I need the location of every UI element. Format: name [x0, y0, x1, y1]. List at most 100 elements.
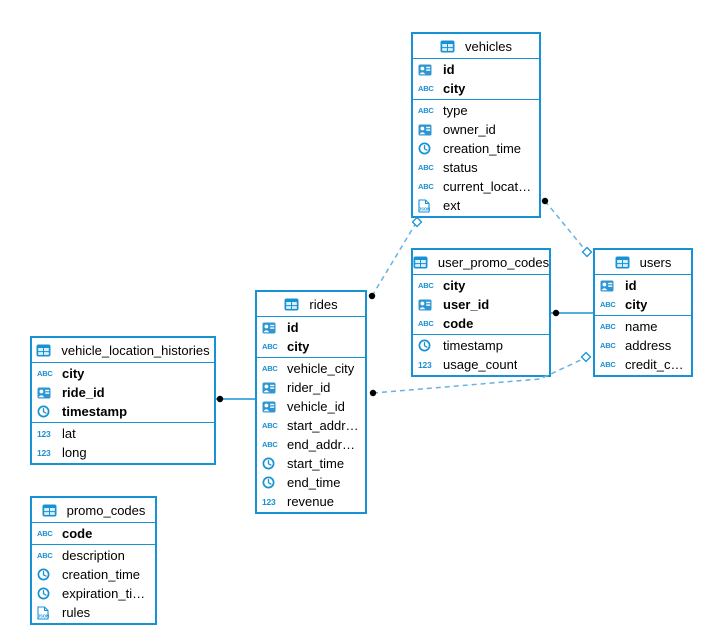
text-type-icon: ABC	[37, 551, 53, 560]
column-name: owner_id	[443, 122, 496, 137]
table-header[interactable]: vehicle_location_histories	[32, 338, 214, 363]
clock-icon	[418, 339, 438, 352]
column-name: credit_card	[625, 357, 686, 372]
column-row: ABC address	[595, 336, 691, 355]
number-icon: 123	[37, 428, 51, 439]
id-icon	[418, 64, 438, 76]
table-icon	[284, 298, 304, 311]
text-type-icon: ABC	[600, 300, 616, 309]
text-type-icon: ABC	[418, 163, 434, 172]
column-row: start_time	[257, 454, 365, 473]
column-row: 123 usage_count	[413, 355, 549, 374]
table-icon	[36, 344, 56, 357]
column-row: 123 revenue	[257, 492, 365, 511]
relationship-diamond-endpoint	[580, 351, 592, 363]
column-row: ABC credit_card	[595, 355, 691, 374]
column-name: usage_count	[443, 357, 518, 372]
clock-icon	[418, 142, 438, 155]
column-name: city	[62, 366, 85, 381]
text-type-icon: ABC	[262, 421, 278, 430]
column-name: long	[62, 445, 87, 460]
table-vehicle-location-histories[interactable]: vehicle_location_histories ABC city ride…	[30, 336, 216, 465]
primary-key-section: id ABC city	[257, 317, 365, 357]
table-header[interactable]: promo_codes	[32, 498, 155, 523]
column-name: current_location	[443, 179, 534, 194]
column-name: timestamp	[443, 338, 503, 353]
column-row: ABC city	[413, 276, 549, 295]
id-icon	[418, 299, 438, 311]
id-icon	[600, 280, 620, 292]
text-type-icon: ABC	[600, 341, 616, 350]
clock-icon	[262, 476, 282, 489]
clock-icon	[262, 457, 282, 470]
table-title: vehicles	[465, 38, 512, 54]
column-row: ABC vehicle_city	[257, 359, 365, 378]
column-name: expiration_time	[62, 586, 150, 601]
column-row: user_id	[413, 295, 549, 314]
columns-section: ABC vehicle_city rider_id vehicle_id ABC…	[257, 357, 365, 512]
svg-text:JSON: JSON	[38, 613, 49, 618]
table-title: rides	[309, 296, 338, 312]
number-icon: 123	[262, 496, 276, 507]
column-row: id	[413, 60, 539, 79]
relationship-rides-vehicles	[371, 222, 417, 297]
clock-icon	[37, 405, 57, 418]
relationship-dot-endpoint	[541, 197, 549, 205]
column-row: id	[595, 276, 691, 295]
table-icon	[42, 504, 62, 517]
column-row: ABC city	[32, 364, 214, 383]
column-name: revenue	[287, 494, 334, 509]
columns-section: timestamp 123 usage_count	[413, 334, 549, 375]
table-header[interactable]: rides	[257, 292, 365, 317]
column-name: city	[443, 278, 466, 293]
column-row: end_time	[257, 473, 365, 492]
table-header[interactable]: users	[595, 250, 691, 275]
columns-section: 123 lat 123 long	[32, 422, 214, 463]
relationship-diamond-endpoint	[411, 216, 423, 228]
id-icon	[37, 387, 57, 399]
column-row: timestamp	[32, 402, 214, 421]
column-name: code	[62, 526, 93, 541]
column-row: ABC type	[413, 101, 539, 120]
columns-section: ABC description creation_time expiration…	[32, 544, 155, 623]
table-header[interactable]: vehicles	[413, 34, 539, 59]
text-type-icon: ABC	[37, 369, 53, 378]
column-row: ride_id	[32, 383, 214, 402]
table-header[interactable]: user_promo_codes	[413, 250, 549, 275]
column-row: timestamp	[413, 336, 549, 355]
column-name: end_time	[287, 475, 341, 490]
text-type-icon: ABC	[418, 84, 434, 93]
column-name: type	[443, 103, 468, 118]
json-icon: JSON	[418, 198, 438, 213]
columns-section: ABC type owner_id creation_time ABC stat…	[413, 99, 539, 216]
id-icon	[262, 382, 282, 394]
text-type-icon: ABC	[418, 319, 434, 328]
table-rides[interactable]: rides id ABC city ABC vehicle_city rider…	[255, 290, 367, 514]
column-row: ABC code	[32, 524, 155, 543]
column-row: ABC end_address	[257, 435, 365, 454]
table-vehicles[interactable]: vehicles id ABC city ABC type owner_id c…	[411, 32, 541, 218]
column-name: rider_id	[287, 380, 331, 395]
table-users[interactable]: users id ABC city ABC name ABC address A…	[593, 248, 693, 377]
column-row: ABC start_address	[257, 416, 365, 435]
column-name: lat	[62, 426, 76, 441]
table-icon	[615, 256, 635, 269]
column-name: address	[625, 338, 672, 353]
primary-key-section: ABC city ride_id timestamp	[32, 363, 214, 422]
column-name: rules	[62, 605, 91, 620]
primary-key-section: ABC code	[32, 523, 155, 544]
relationship-dot-endpoint	[368, 292, 376, 300]
column-name: creation_time	[443, 141, 522, 156]
relationship-diamond-endpoint	[581, 246, 593, 258]
column-name: name	[625, 319, 658, 334]
relationship-vehicles-users	[544, 200, 587, 252]
text-type-icon: ABC	[418, 182, 434, 191]
primary-key-section: id ABC city	[595, 275, 691, 315]
table-promo-codes[interactable]: promo_codes ABC code ABC description cre…	[30, 496, 157, 625]
table-user-promo-codes[interactable]: user_promo_codes ABC city user_id ABC co…	[411, 248, 551, 377]
relationship-dot-endpoint	[369, 389, 377, 397]
number-icon: 123	[418, 359, 432, 370]
column-row: owner_id	[413, 120, 539, 139]
columns-section: ABC name ABC address ABC credit_card	[595, 315, 691, 375]
